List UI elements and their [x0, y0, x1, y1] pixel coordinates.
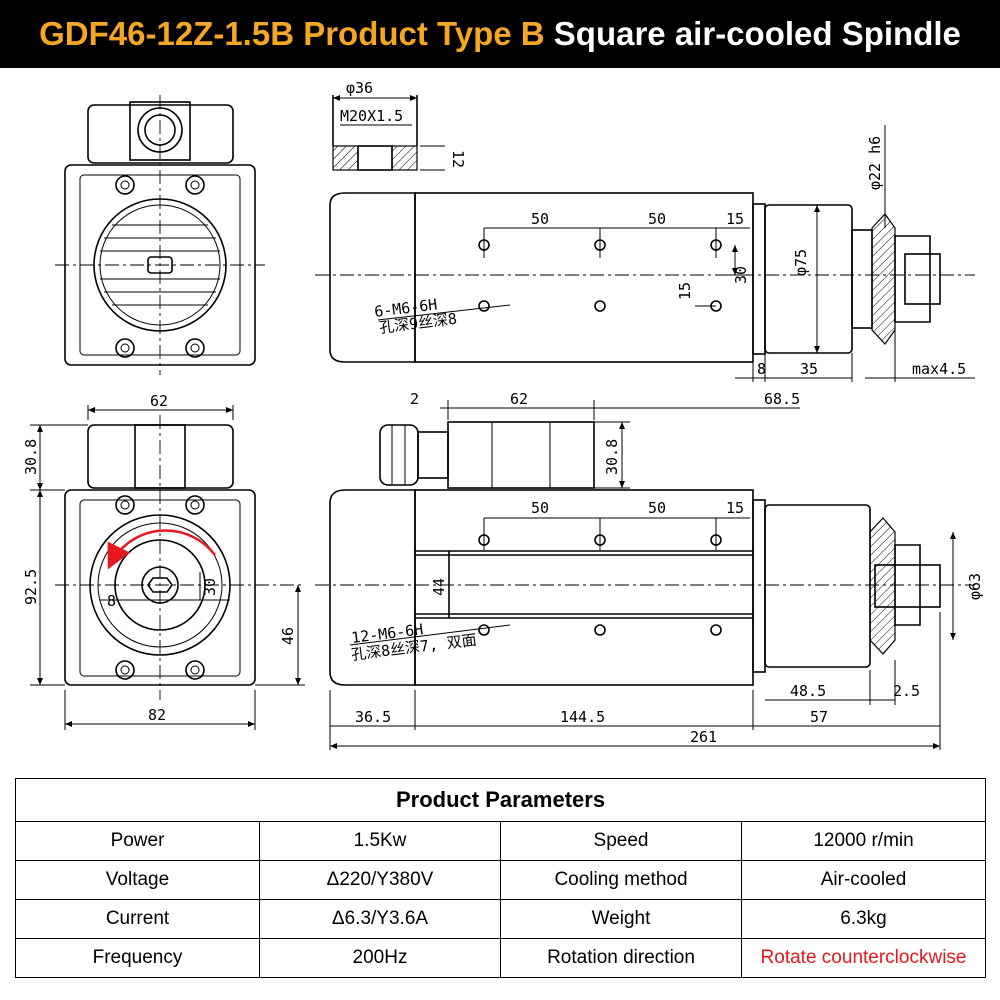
param-label: Speed [500, 821, 742, 861]
top-vertical-spacing: 30 [732, 266, 750, 284]
nut-thickness-label: 12 [449, 150, 467, 168]
param-label: Weight [500, 899, 742, 939]
key-offset-label: 30 [201, 578, 219, 596]
top-hole-spacing-1: 50 [531, 210, 549, 228]
rear-height-label: 92.5 [22, 569, 40, 605]
rotation-direction-value: Rotate counterclockwise [740, 938, 987, 978]
side-hole-spacing-2: 50 [648, 499, 666, 517]
side-lip-label: 2.5 [893, 682, 920, 700]
table-row: Current Δ6.3/Y3.6A Weight 6.3kg [15, 899, 987, 939]
side-edge-offset: 15 [726, 499, 744, 517]
spindle-description: Square air-cooled Spindle [553, 15, 961, 52]
nut-thread-label: M20X1.5 [340, 107, 403, 125]
side-view-mounting-holes [478, 518, 722, 636]
flange-width-label: 8 [757, 360, 766, 378]
max-extension-label: max4.5 [912, 360, 966, 378]
rear-end-view: 62 30.8 92.5 46 8 30 82 [22, 392, 305, 730]
param-value: 200Hz [259, 938, 501, 978]
body-diameter-label: φ75 [792, 249, 810, 276]
param-label: Power [15, 821, 260, 861]
param-value: Air-cooled [740, 860, 987, 900]
nose-diameter-label: φ63 [966, 573, 984, 600]
product-parameters-table: Product Parameters Power 1.5Kw Speed 120… [14, 778, 987, 978]
key-width-label: 8 [107, 592, 116, 610]
top-hole-spacing-2: 50 [648, 210, 666, 228]
param-value: Δ220/Y380V [259, 860, 501, 900]
side-box-width-label: 62 [510, 390, 528, 408]
side-offset-label: 2 [410, 390, 419, 408]
box-height-label: 30.8 [22, 439, 40, 475]
param-label: Cooling method [500, 860, 742, 900]
top-vertical-offset: 15 [676, 282, 694, 300]
table-row: Voltage Δ220/Y380V Cooling method Air-co… [15, 860, 987, 900]
param-label: Voltage [15, 860, 260, 900]
param-value: Δ6.3/Y3.6A [259, 899, 501, 939]
nut-diameter-label: φ36 [346, 79, 373, 97]
table-heading: Product Parameters [14, 778, 987, 822]
nut-detail: φ36 M20X1.5 12 [332, 79, 467, 171]
param-value: 6.3kg [740, 899, 987, 939]
param-label: Frequency [15, 938, 260, 978]
side-hole-spacing-1: 50 [531, 499, 549, 517]
top-view-mounting-holes [478, 228, 722, 312]
side-box-height-label: 30.8 [603, 439, 621, 475]
param-label: Rotation direction [500, 938, 742, 978]
top-side-view: 50 50 15 15 30 6-M6-6H 孔深9丝深8 φ75 φ22 h6… [315, 125, 975, 382]
top-edge-offset: 15 [726, 210, 744, 228]
rotation-arrow-icon [107, 529, 216, 570]
rear-length-label: 36.5 [355, 708, 391, 726]
table-row: Frequency 200Hz Rotation direction Rotat… [15, 938, 987, 978]
center-height-label: 46 [279, 627, 297, 645]
param-value: 1.5Kw [259, 821, 501, 861]
param-value: 12000 r/min [740, 821, 987, 861]
model-title: GDF46-12Z-1.5B Product Type B [39, 15, 545, 52]
title-bar: GDF46-12Z-1.5B Product Type B Square air… [0, 0, 1000, 68]
technical-drawing: φ36 M20X1.5 12 50 50 15 [22, 79, 984, 750]
total-length-label: 261 [690, 728, 717, 746]
rear-width-label: 62 [150, 392, 168, 410]
side-nose-offset-label: 68.5 [764, 390, 800, 408]
table-row: Power 1.5Kw Speed 12000 r/min [15, 821, 987, 861]
front-length-label: 57 [810, 708, 828, 726]
nose-length-label: 35 [800, 360, 818, 378]
front-end-view [55, 95, 265, 375]
body-length-label: 144.5 [560, 708, 605, 726]
side-nose-length-label: 48.5 [790, 682, 826, 700]
slot-width-label: 44 [430, 578, 448, 596]
param-label: Current [15, 899, 260, 939]
shaft-diameter-label: φ22 h6 [866, 136, 884, 190]
base-width-label: 82 [148, 706, 166, 724]
bottom-side-view: 50 50 15 44 12-M6-6H 孔深8丝深7, 双面 2 62 68.… [315, 390, 984, 750]
